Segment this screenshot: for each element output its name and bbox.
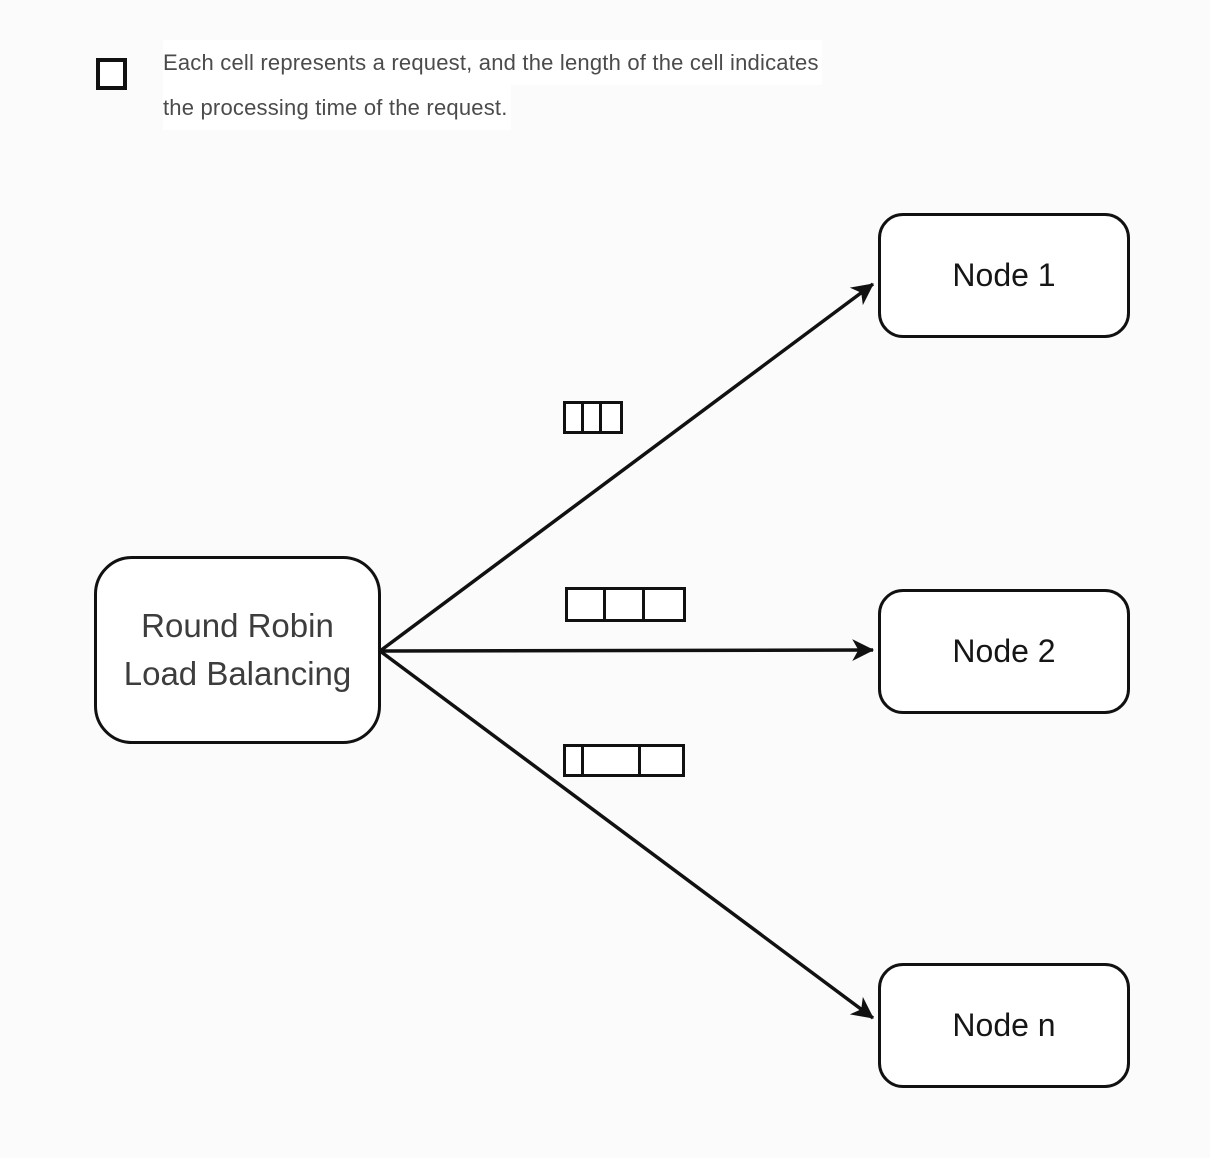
request-cell	[641, 747, 682, 774]
legend-caption-line1: Each cell represents a request, and the …	[163, 40, 822, 85]
legend-caption: Each cell represents a request, and the …	[163, 40, 822, 130]
load-balancer-label-line2: Load Balancing	[123, 655, 352, 692]
arrow-to-node-2	[379, 639, 875, 661]
request-cell	[606, 590, 645, 619]
request-cell	[566, 404, 584, 431]
request-queue-node-1	[563, 401, 623, 434]
request-cell	[566, 747, 584, 774]
load-balancer-label-line1: Round Robin	[141, 607, 334, 644]
arrow-to-node-n	[378, 649, 875, 1020]
request-cell	[568, 590, 606, 619]
node-n-label: Node n	[952, 1007, 1056, 1043]
load-balancer-node: Round Robin Load Balancing	[94, 556, 381, 744]
request-cell	[602, 404, 620, 431]
node-1-box: Node 1	[878, 213, 1130, 338]
request-cell	[584, 404, 602, 431]
request-cell	[584, 747, 641, 774]
node-1-label: Node 1	[952, 257, 1056, 293]
request-queue-node-2	[565, 587, 686, 622]
legend-caption-line2: the processing time of the request.	[163, 85, 511, 130]
node-2-label: Node 2	[952, 633, 1056, 669]
request-queue-node-n	[563, 744, 685, 777]
legend-cell-swatch-icon	[96, 58, 127, 90]
node-2-box: Node 2	[878, 589, 1130, 714]
node-n-box: Node n	[878, 963, 1130, 1088]
request-cell	[645, 590, 683, 619]
